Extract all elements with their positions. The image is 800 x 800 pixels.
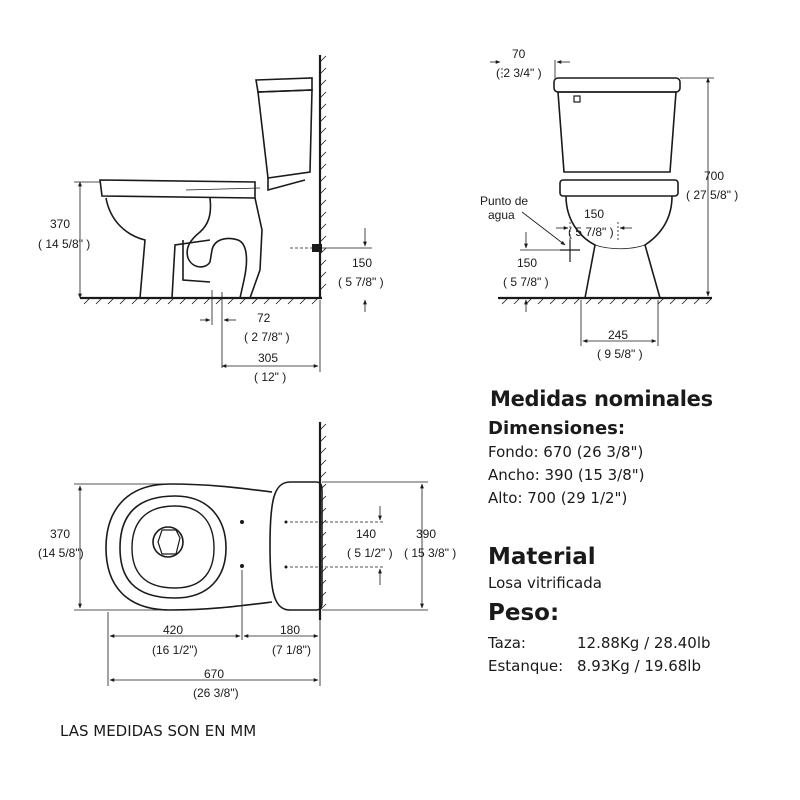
side-outlet-in: ( 2 7/8" ) xyxy=(244,330,290,344)
front-supply-offset-mm: 150 xyxy=(584,207,604,221)
tank-weight-value: 8.93Kg / 19.68lb xyxy=(577,657,701,675)
tank-side xyxy=(255,77,313,192)
tank-front xyxy=(553,77,681,173)
front-supply-offset-in: ( 5 7/8" ) xyxy=(568,225,614,239)
top-bolts-mm: 140 xyxy=(356,527,376,541)
front-height-mm: 700 xyxy=(704,169,724,183)
side-rough-in: ( 12" ) xyxy=(254,370,286,384)
bowl-front xyxy=(559,179,679,299)
top-total-mm: 670 xyxy=(204,667,224,681)
top-tank-mm: 390 xyxy=(416,527,436,541)
weight-title: Peso: xyxy=(488,600,560,626)
supply-valve xyxy=(290,244,322,252)
top-total-in: (26 3/8") xyxy=(193,686,239,700)
floor-hatch xyxy=(83,297,319,305)
nominal-title: Medidas nominales xyxy=(490,387,713,411)
front-base-in: ( 9 5/8" ) xyxy=(597,347,643,361)
top-rear-mm: 180 xyxy=(280,623,300,637)
side-supply-in: ( 5 7/8" ) xyxy=(338,275,384,289)
top-rear-in: (7 1/8") xyxy=(272,643,311,657)
bowl-top xyxy=(105,483,273,611)
front-supply-height-mm: 150 xyxy=(517,256,537,270)
tank-top xyxy=(269,481,323,611)
top-width-mm: 370 xyxy=(50,527,70,541)
dimensions-title: Dimensiones: xyxy=(488,418,626,439)
side-outlet-mm: 72 xyxy=(257,311,271,325)
front-height-in: ( 27 5/8" ) xyxy=(686,188,738,202)
front-view: 70 ( 2 3/4" ) 700 ( 27 5/8" ) Punto de a… xyxy=(480,47,738,361)
bowl-weight-value: 12.88Kg / 28.40lb xyxy=(577,634,711,652)
side-rough-mm: 305 xyxy=(258,351,278,365)
water-point-label-1: Punto de xyxy=(480,194,528,208)
top-bowl-mm: 420 xyxy=(163,623,183,637)
front-offset-mm: 70 xyxy=(512,47,526,61)
front-supply-height-in: ( 5 7/8" ) xyxy=(503,275,549,289)
depth-value: Fondo: 670 (26 3/8") xyxy=(488,443,644,461)
bowl-weight-label: Taza: xyxy=(488,634,526,652)
side-supply-mm: 150 xyxy=(352,256,372,270)
bowl-side xyxy=(99,179,263,299)
tank-weight-label: Estanque: xyxy=(488,657,564,675)
top-bowl-in: (16 1/2") xyxy=(152,643,198,657)
material-title: Material xyxy=(488,544,596,570)
width-value: Ancho: 390 (15 3/8") xyxy=(488,466,645,484)
top-bolts-in: ( 5 1/2" ) xyxy=(347,546,393,560)
material-value: Losa vitrificada xyxy=(488,574,602,592)
top-width-in: (14 5/8") xyxy=(38,546,84,560)
wall-hatch xyxy=(319,55,327,291)
water-point-label-2: agua xyxy=(488,208,515,222)
units-note: LAS MEDIDAS SON EN MM xyxy=(60,722,257,740)
front-offset-in: ( 2 3/4" ) xyxy=(496,66,542,80)
water-point-symbol xyxy=(560,240,580,262)
side-height-in: ( 14 5/8" ) xyxy=(38,237,90,251)
side-height-mm: 370 xyxy=(50,217,70,231)
side-view: 370 ( 14 5/8" ) 150 ( 5 7/8" ) 72 ( 2 7/… xyxy=(38,55,384,384)
height-value: Alto: 700 (29 1/2") xyxy=(488,489,628,507)
top-view: 370 (14 5/8") 140 ( 5 1/2" ) 390 ( 15 3/… xyxy=(38,422,456,700)
top-tank-in: ( 15 3/8" ) xyxy=(404,546,456,560)
front-base-mm: 245 xyxy=(608,328,628,342)
